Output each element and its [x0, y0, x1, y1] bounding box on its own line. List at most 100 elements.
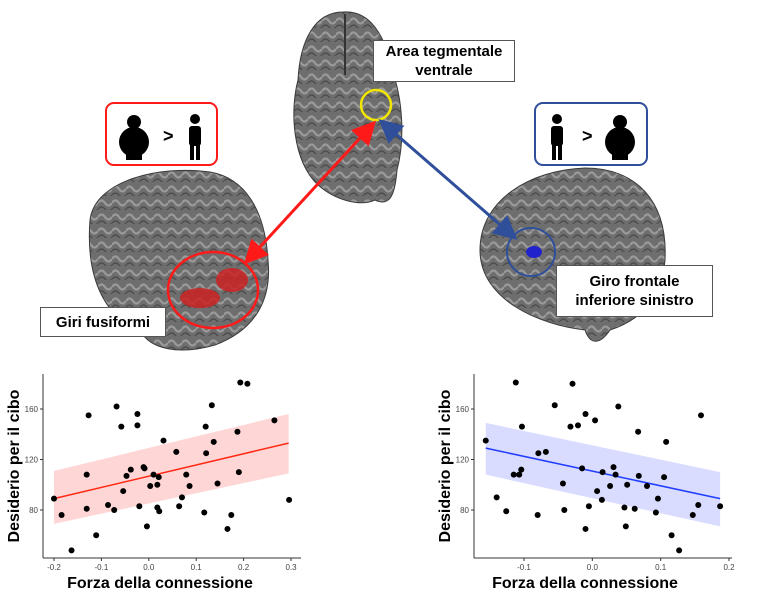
y-axis-title: Desiderio per il cibo — [437, 389, 454, 542]
data-point — [143, 523, 150, 530]
data-point — [534, 512, 541, 519]
data-point — [214, 480, 221, 487]
data-point — [644, 483, 650, 490]
data-point — [202, 423, 209, 430]
x-tick-label: 0.1 — [191, 563, 203, 572]
lean-greater-than-obese-box: > — [534, 102, 648, 166]
data-point — [224, 525, 231, 532]
data-point — [150, 471, 157, 478]
data-point — [551, 402, 558, 409]
lean-person-icon — [189, 114, 201, 160]
data-point — [631, 505, 638, 512]
data-point — [111, 507, 118, 513]
data-point — [493, 494, 500, 501]
data-point — [83, 505, 90, 512]
data-point — [574, 422, 581, 429]
data-point — [234, 428, 241, 435]
data-point — [154, 481, 161, 488]
x-axis-title: Forza della connessione — [492, 575, 678, 592]
data-point — [83, 471, 90, 478]
x-tick-label: 0.1 — [655, 563, 667, 572]
x-tick-label: 0.3 — [285, 563, 297, 572]
data-point — [118, 423, 125, 430]
data-point — [156, 508, 163, 515]
greater-than-symbol: > — [163, 126, 174, 146]
data-point — [186, 483, 193, 490]
vta-label-line1: Area tegmentale — [385, 43, 503, 60]
regression-line — [53, 442, 289, 500]
x-tick-label: 0.0 — [143, 563, 155, 572]
data-point — [621, 504, 628, 511]
obese-person-icon — [119, 115, 149, 160]
fusiform-highlight-circle — [166, 250, 260, 330]
data-point — [183, 471, 190, 478]
data-point — [510, 471, 517, 478]
data-point — [147, 483, 154, 490]
data-point — [178, 494, 185, 501]
data-point — [173, 448, 180, 455]
data-point — [518, 423, 525, 430]
data-point — [615, 403, 622, 410]
data-point — [652, 509, 659, 516]
data-point — [612, 471, 619, 478]
data-point — [676, 547, 683, 554]
obese-greater-than-lean-box: > — [105, 102, 218, 166]
fusiform-label-text: Giri fusiformi — [55, 313, 151, 331]
y-tick-label: 160 — [456, 405, 470, 414]
data-point — [579, 465, 586, 472]
ifg-label-line1: Giro frontale — [589, 273, 680, 290]
data-point — [482, 437, 489, 444]
data-point — [598, 496, 605, 503]
data-point — [228, 512, 235, 519]
data-point — [610, 464, 617, 471]
data-point — [237, 379, 244, 386]
y-tick-label: 80 — [29, 506, 38, 515]
data-point — [286, 496, 293, 503]
data-point — [518, 466, 525, 473]
data-point — [93, 532, 100, 539]
x-tick-label: 0.0 — [587, 563, 599, 572]
data-point — [567, 423, 574, 430]
data-point — [120, 488, 127, 495]
data-point — [160, 437, 167, 444]
left-brain-image — [88, 169, 270, 351]
data-point — [582, 411, 589, 418]
data-point — [85, 412, 92, 419]
data-point — [622, 523, 629, 530]
red-connection-arrow — [243, 120, 377, 265]
data-point — [592, 417, 599, 424]
data-point — [58, 512, 65, 519]
data-point — [512, 379, 519, 386]
data-point — [503, 508, 510, 515]
ifg-label-line2: inferiore sinistro — [575, 292, 694, 309]
vta-label-line2: ventrale — [415, 62, 473, 79]
data-point — [599, 469, 606, 476]
data-point — [271, 417, 278, 424]
x-tick-label: 0.2 — [238, 563, 250, 572]
data-point — [208, 402, 215, 409]
y-tick-label: 80 — [460, 506, 469, 515]
vta-label: Area tegmentale ventrale — [373, 40, 515, 82]
data-point — [717, 503, 724, 510]
data-point — [635, 428, 642, 435]
data-point — [134, 422, 141, 429]
ifg-highlight-circle — [506, 227, 556, 277]
data-point — [155, 474, 162, 481]
y-axis-title: Desiderio per il cibo — [6, 389, 23, 542]
data-point — [203, 450, 210, 457]
data-point — [542, 448, 549, 455]
x-tick-label: 0.2 — [723, 563, 735, 572]
data-point — [176, 503, 183, 510]
data-point — [594, 488, 601, 495]
data-point — [569, 380, 576, 387]
data-point — [561, 507, 568, 513]
ifg-label: Giro frontale inferiore sinistro — [556, 265, 713, 317]
data-point — [105, 501, 112, 508]
lean-person-icon — [551, 114, 563, 160]
data-point — [235, 469, 242, 476]
obese-person-icon — [605, 115, 635, 160]
data-point — [141, 465, 148, 472]
vta-highlight-circle — [359, 88, 393, 122]
